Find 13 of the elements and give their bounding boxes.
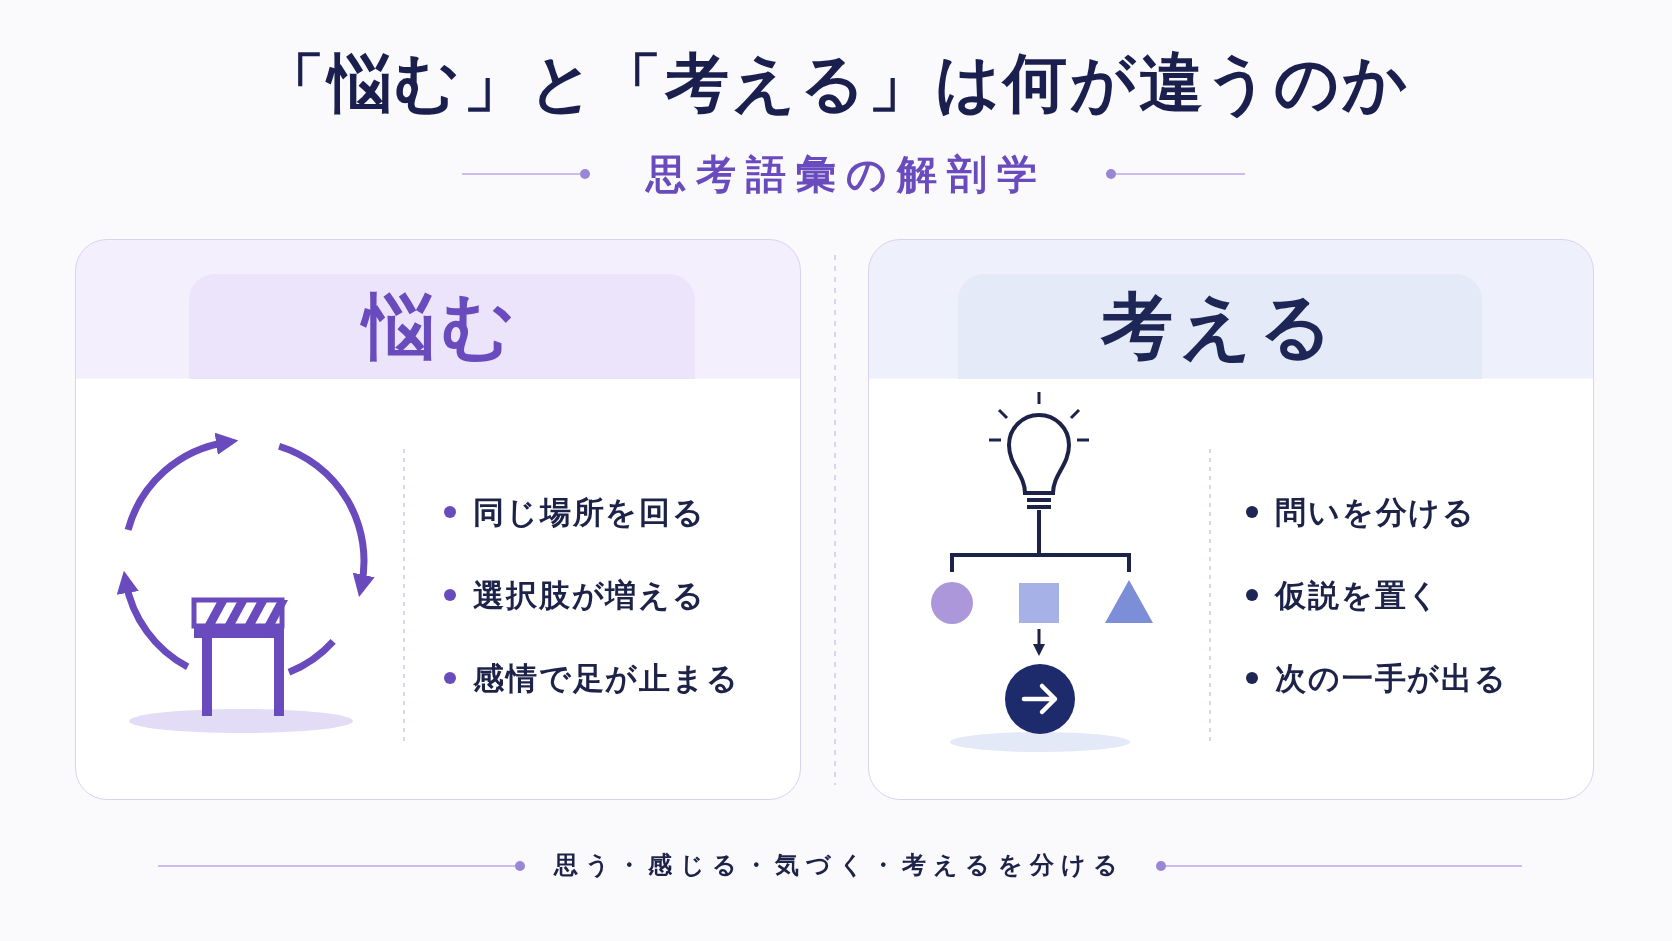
title: 「悩む」と「考える」は何が違うのか bbox=[260, 45, 1412, 122]
heading-tab: 悩む bbox=[189, 274, 695, 379]
bullet-text: 同じ場所を回る bbox=[473, 493, 707, 532]
footer-note: 思う・感じる・気づく・考えるを分ける bbox=[552, 850, 1127, 882]
heading-tab: 考える bbox=[958, 274, 1482, 379]
bullet-text: 問いを分ける bbox=[1275, 493, 1477, 532]
comparison-card bbox=[75, 239, 801, 800]
bullet-text: 仮説を置く bbox=[1275, 576, 1442, 615]
bullet-text: 選択肢が増える bbox=[473, 576, 707, 615]
bullet-text: 次の一手が出る bbox=[1275, 659, 1509, 698]
bullet-text: 感情で足が止まる bbox=[473, 659, 740, 698]
comparison-card bbox=[868, 239, 1594, 800]
subtitle: 思考語彙の解剖学 bbox=[644, 150, 1036, 199]
